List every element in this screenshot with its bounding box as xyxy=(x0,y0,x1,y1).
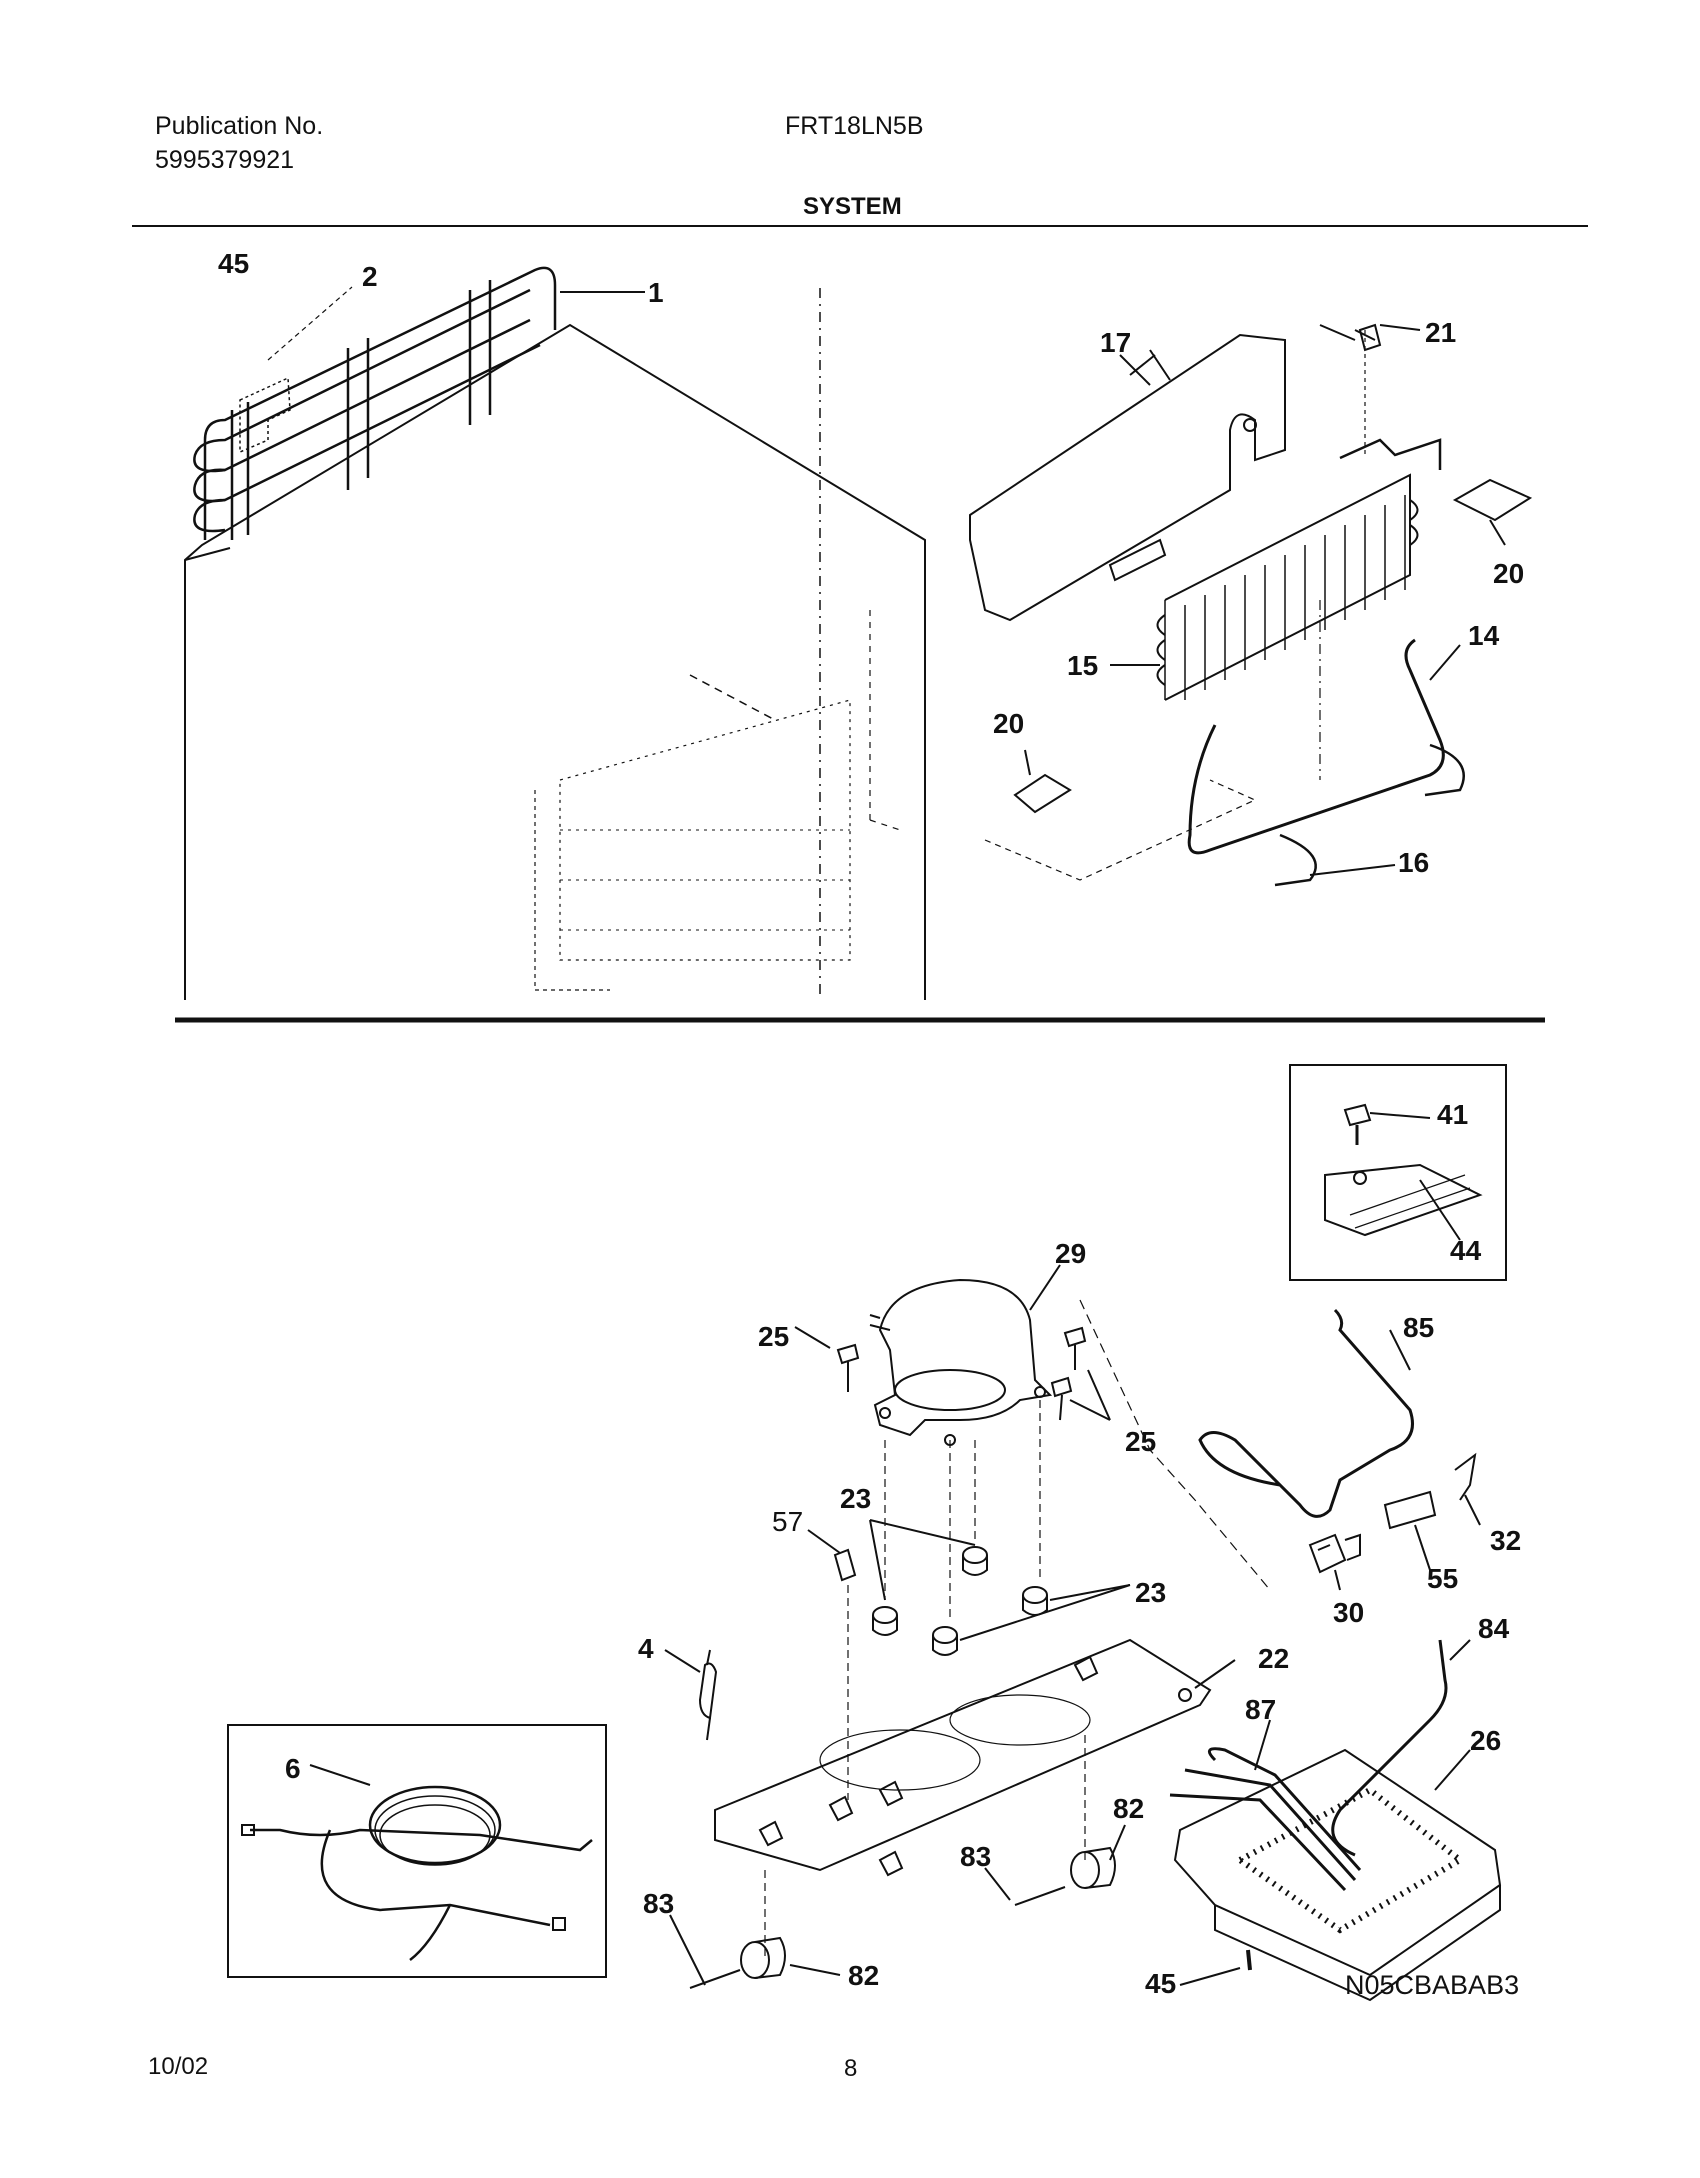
tag-part xyxy=(239,286,353,454)
leader-84 xyxy=(1449,1639,1471,1661)
tubing-part-87 xyxy=(1169,1747,1362,1892)
publication-label: Publication No. xyxy=(155,112,324,140)
leader-25a xyxy=(794,1326,831,1349)
leader-30 xyxy=(1334,1569,1341,1591)
condenser-coil xyxy=(193,266,557,540)
leader-16 xyxy=(1309,864,1396,876)
overload-part xyxy=(1383,1490,1437,1530)
callout-32: 32 xyxy=(1490,1525,1521,1556)
pad-part-right xyxy=(1452,478,1533,522)
bolt-part xyxy=(836,1326,1087,1421)
evaporator-cover xyxy=(969,333,1286,622)
heater-clip-part xyxy=(1274,833,1317,887)
callout-6: 6 xyxy=(285,1753,301,1784)
leader-23b xyxy=(959,1584,1131,1641)
defrost-sensor-part xyxy=(1319,323,1382,352)
callout-1: 1 xyxy=(648,277,664,308)
callout-25-right: 25 xyxy=(1125,1426,1156,1457)
leader-22 xyxy=(1194,1659,1236,1689)
leader-25b xyxy=(1069,1369,1111,1421)
screw-bracket-part xyxy=(1324,1103,1483,1241)
callout-23-lower: 23 xyxy=(1135,1577,1166,1608)
callout-83-left: 83 xyxy=(643,1888,674,1919)
callout-17: 17 xyxy=(1100,327,1131,358)
callout-83-right: 83 xyxy=(960,1841,991,1872)
callout-84: 84 xyxy=(1478,1613,1510,1644)
power-cord-part xyxy=(241,1785,593,1961)
terminal-cover-part xyxy=(1454,1452,1477,1501)
heater-clip-part xyxy=(1424,743,1465,797)
callout-20-right: 20 xyxy=(1493,558,1524,589)
leader-55 xyxy=(1414,1524,1431,1571)
evaporator-coil xyxy=(1156,330,1442,780)
callout-41: 41 xyxy=(1437,1099,1468,1130)
diagram-code: N05CBABAB3 xyxy=(1345,1970,1520,2000)
model-number: FRT18LN5B xyxy=(785,112,924,140)
callout-22: 22 xyxy=(1258,1643,1289,1674)
inset-box-fastener xyxy=(1289,1064,1507,1281)
base-plate-part xyxy=(714,1638,1212,1877)
callout-14: 14 xyxy=(1468,620,1500,651)
leader-87 xyxy=(1254,1719,1271,1771)
leader-23a xyxy=(869,1519,976,1601)
callout-44: 44 xyxy=(1450,1235,1482,1266)
defrost-heater-part xyxy=(1187,638,1445,855)
leader-20 xyxy=(1489,519,1506,546)
pan-screw-part xyxy=(1246,1949,1252,1971)
callout-55: 55 xyxy=(1427,1563,1458,1594)
leader-85 xyxy=(1389,1329,1411,1371)
callout-26: 26 xyxy=(1470,1725,1501,1756)
callout-29: 29 xyxy=(1055,1238,1086,1269)
leader-82a xyxy=(1109,1824,1126,1861)
screw-part xyxy=(689,1886,1066,1989)
leader-29 xyxy=(1029,1264,1061,1311)
callout-15: 15 xyxy=(1067,650,1098,681)
callout-85: 85 xyxy=(1403,1312,1434,1343)
leader-17 xyxy=(1119,354,1151,386)
revision-date: 10/02 xyxy=(148,2053,209,2080)
leader-57 xyxy=(807,1529,841,1554)
leader-26 xyxy=(1434,1749,1471,1791)
callout-57: 57 xyxy=(772,1506,803,1537)
inset-box-power-cord xyxy=(227,1724,607,1978)
callout-23-upper: 23 xyxy=(840,1483,871,1514)
callout-4: 4 xyxy=(638,1633,654,1664)
leader-4 xyxy=(664,1649,701,1673)
compressor-part xyxy=(869,1278,1053,1446)
callout-20-left: 20 xyxy=(993,708,1024,739)
cabinet-outline xyxy=(184,288,926,1000)
callout-45-bottom: 45 xyxy=(1145,1968,1176,1999)
leader-45b xyxy=(1179,1967,1241,1986)
drain-pan-part xyxy=(1173,1748,1502,2002)
callout-25-left: 25 xyxy=(758,1321,789,1352)
leader-83a xyxy=(669,1914,706,1986)
callout-82-right: 82 xyxy=(1113,1793,1144,1824)
leader-20b xyxy=(1024,749,1031,776)
leader-6 xyxy=(309,1764,371,1786)
relay-part xyxy=(1308,1533,1347,1574)
wire-part xyxy=(1198,1308,1414,1518)
leader-21 xyxy=(1379,324,1421,331)
callout-2: 2 xyxy=(362,261,378,292)
leader-32 xyxy=(1464,1494,1481,1526)
drier-part xyxy=(698,1649,718,1741)
grommet-part xyxy=(872,1546,1048,1656)
callout-30: 30 xyxy=(1333,1597,1364,1628)
leader-14 xyxy=(1429,644,1461,681)
section-title: SYSTEM xyxy=(803,193,902,220)
page-number: 8 xyxy=(844,2055,858,2082)
leader-82b xyxy=(789,1964,841,1976)
leader-83b xyxy=(984,1867,1011,1901)
pad-part-left xyxy=(1013,773,1072,814)
callout-87: 87 xyxy=(1245,1694,1276,1725)
callout-21: 21 xyxy=(1425,317,1456,348)
tubing-part-84 xyxy=(1331,1639,1448,1857)
clip-part xyxy=(833,1548,857,1582)
publication-number: 5995379921 xyxy=(155,146,295,174)
callout-45-top: 45 xyxy=(218,248,249,279)
callout-16: 16 xyxy=(1398,847,1429,878)
callout-82-left: 82 xyxy=(848,1960,879,1991)
foot-part xyxy=(740,1846,1116,1979)
